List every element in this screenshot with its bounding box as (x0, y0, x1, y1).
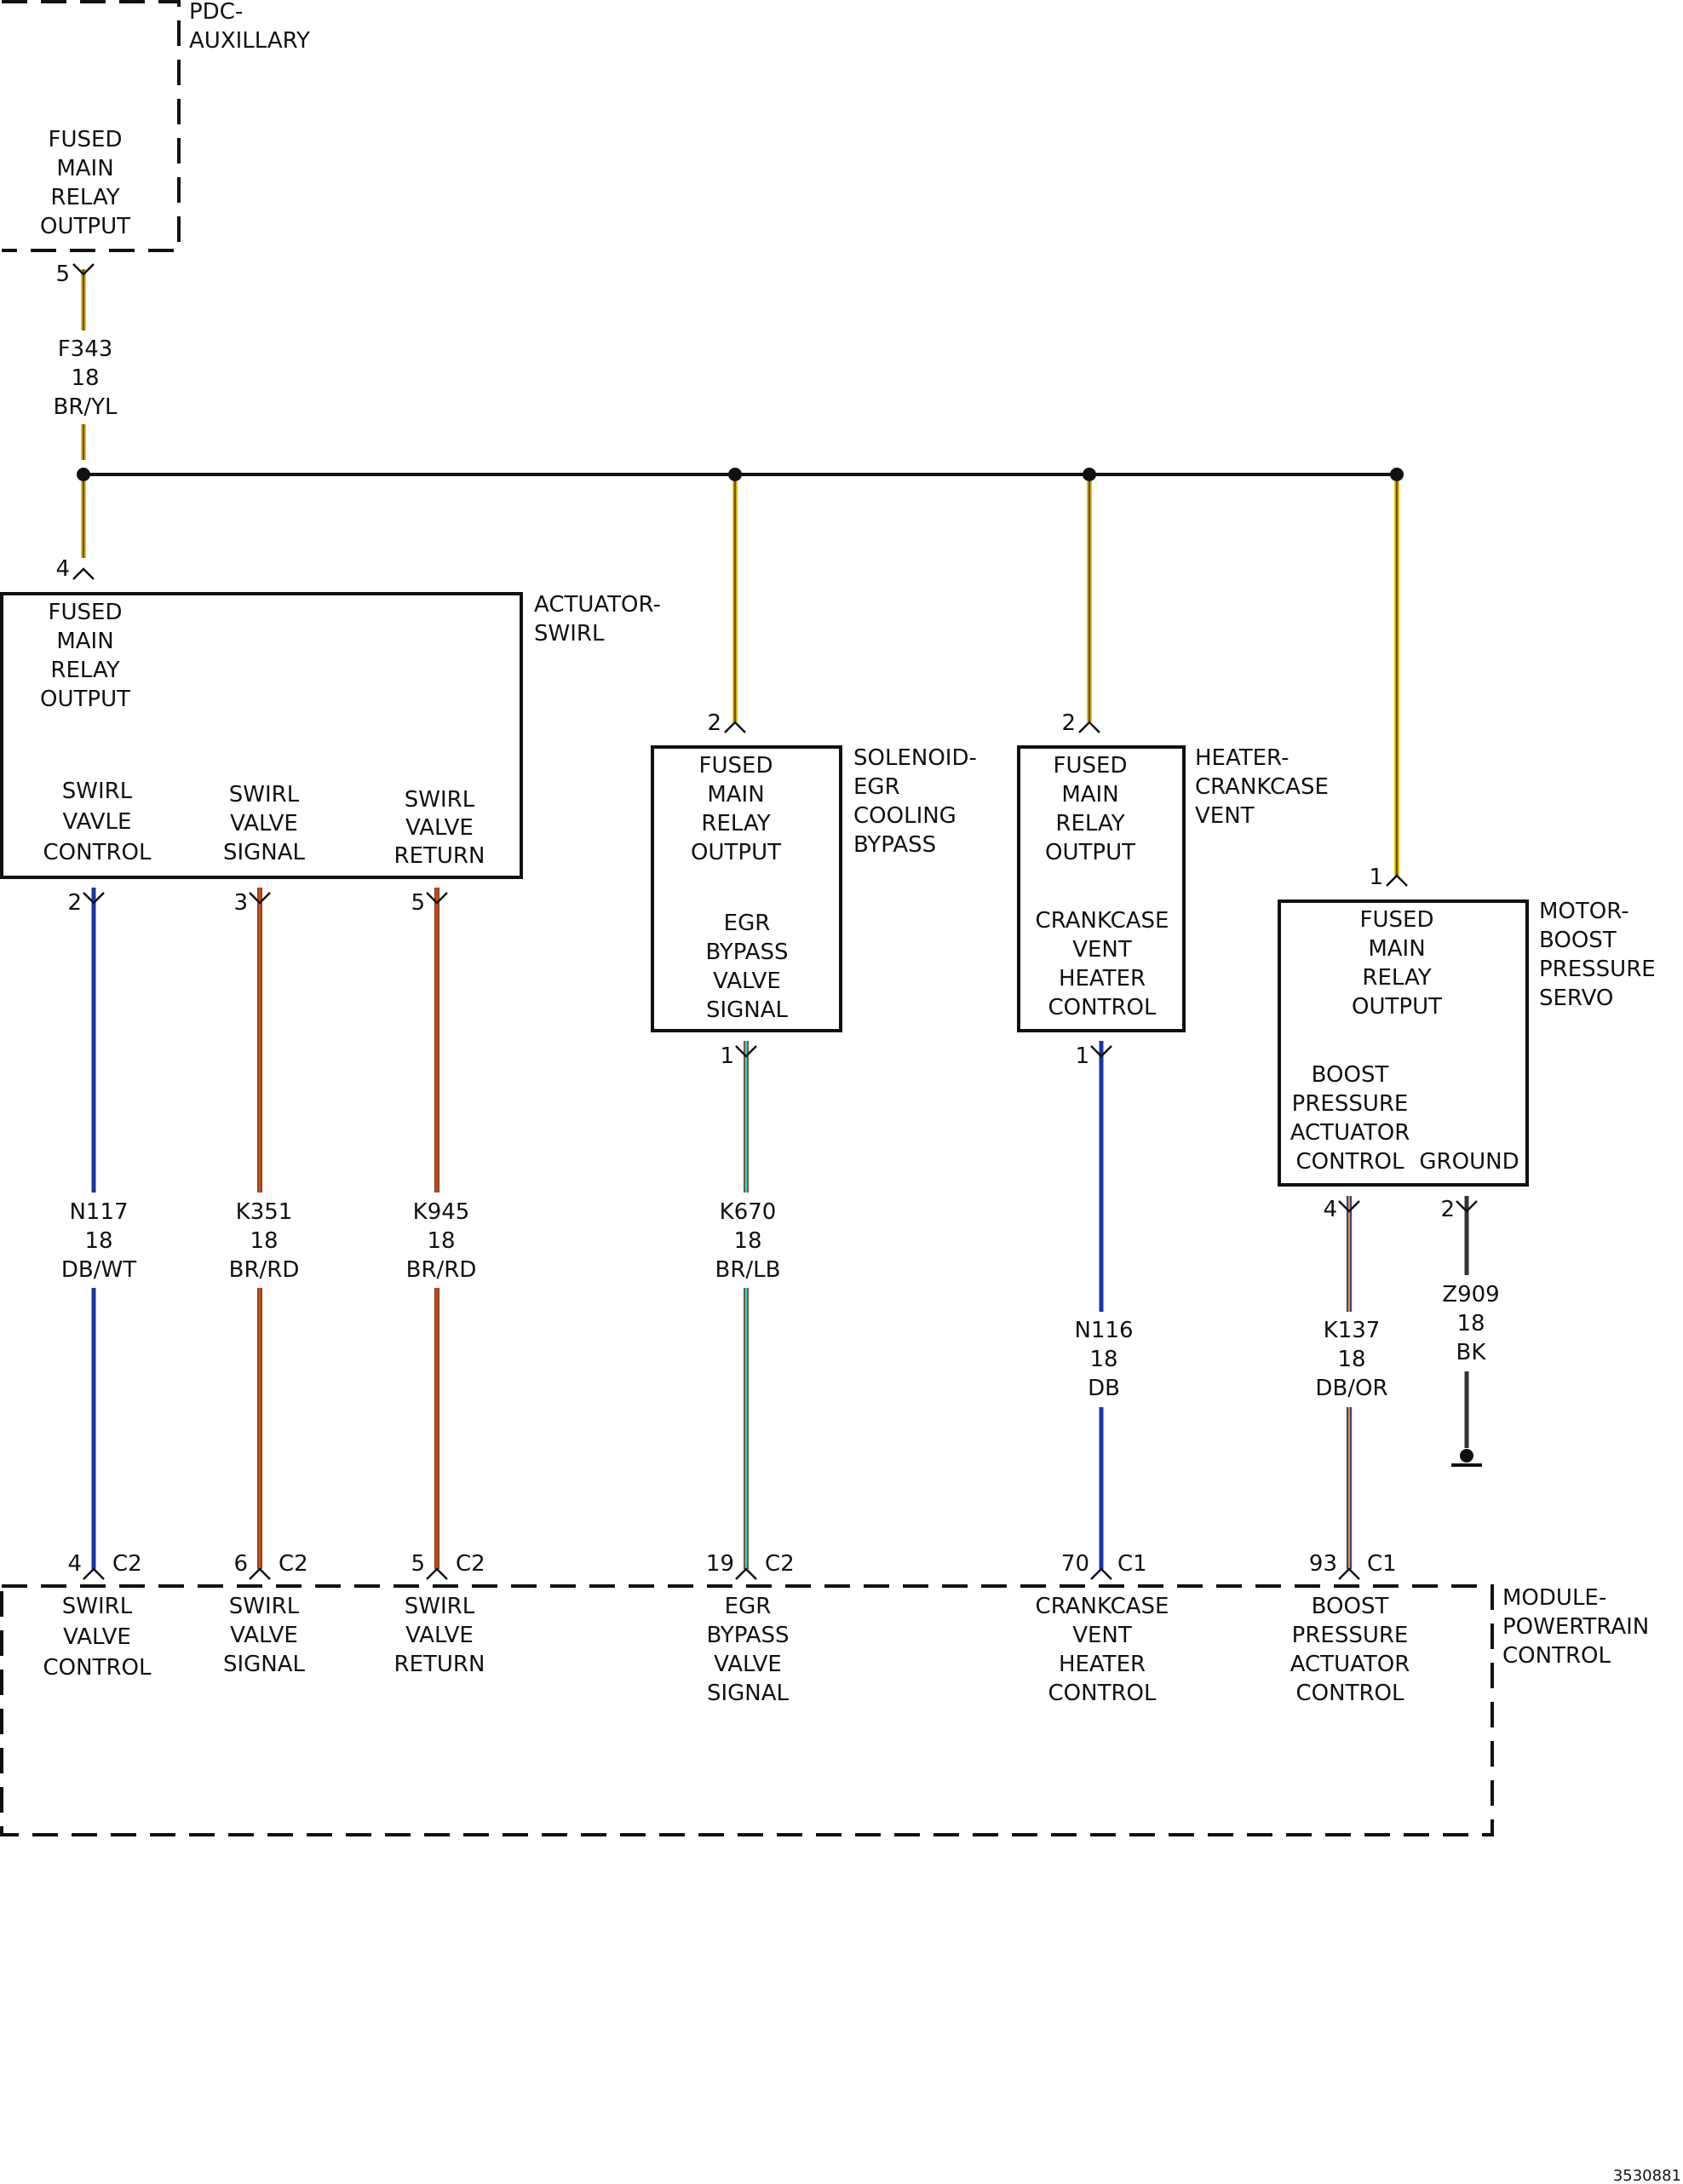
pin-tick-pdc (72, 263, 95, 276)
heater-crankcase-box (1017, 745, 1186, 1032)
pin-tick-heater-in (1078, 721, 1100, 733)
pin-tick-swirl-5 (426, 892, 448, 905)
pin-tick-swirl-2 (83, 892, 105, 905)
actuator-swirl-box (0, 592, 523, 879)
pcm-box (0, 1584, 1494, 1836)
splice-4 (1390, 468, 1404, 481)
pin-tick-egr-out (735, 1045, 757, 1058)
connector-label-6: C1 (1367, 1551, 1397, 1577)
pin-pcm-egr: 19 (706, 1551, 734, 1577)
pin-swirl-signal: 3 (233, 890, 248, 916)
pin-pcm-swirl-return: 5 (411, 1551, 425, 1577)
motor-boost-box (1278, 899, 1529, 1187)
ground-dot (1460, 1449, 1473, 1463)
pin-egr-in: 2 (707, 710, 721, 736)
connector-label-3: C2 (456, 1551, 485, 1577)
motor-ground-label: GROUND (1419, 1149, 1519, 1175)
pin-tick-motor-2 (1456, 1200, 1478, 1213)
pin-motor-in: 1 (1369, 865, 1383, 890)
connector-label-5: C1 (1117, 1551, 1147, 1577)
pin-motor-signal: 4 (1323, 1197, 1337, 1222)
splice-3 (1083, 468, 1096, 481)
pin-egr-out: 1 (720, 1043, 734, 1069)
pin-swirl-return: 5 (411, 890, 425, 916)
pin-tick-heater-out (1090, 1045, 1112, 1058)
pcm-connector-ticks (83, 1567, 1360, 1580)
actuator-swirl-name: ACTUATOR-SWIRL (534, 592, 661, 647)
pin-motor-ground: 2 (1440, 1197, 1455, 1222)
splice-1 (77, 468, 90, 481)
pin-tick-swirl-3 (249, 892, 271, 905)
pin-tick-egr-in (724, 721, 746, 733)
pdc-box (2, 0, 181, 252)
pin-swirl-in: 4 (55, 556, 70, 582)
connector-label-1: C2 (112, 1551, 142, 1577)
pin-pcm-boost: 93 (1309, 1551, 1337, 1577)
pdc-name: PDC-AUXILLARY (189, 0, 310, 54)
pin-heater-in: 2 (1061, 710, 1076, 736)
connector-label-2: C2 (279, 1551, 308, 1577)
pin-pcm-heater: 70 (1061, 1551, 1089, 1577)
pin-pcm-swirl-control: 4 (67, 1551, 82, 1577)
pin-tick-motor-in (1386, 874, 1408, 887)
pin-tick-motor-4 (1338, 1200, 1360, 1213)
reference-number: 3530881 (1613, 2167, 1681, 2184)
pin-heater-out: 1 (1075, 1043, 1089, 1069)
pin-swirl-control: 2 (67, 890, 82, 916)
splice-2 (728, 468, 742, 481)
pin-pcm-swirl-signal: 6 (233, 1551, 248, 1577)
pin-tick-swirl-in (72, 567, 95, 580)
pin-pdc-out: 5 (55, 262, 70, 287)
connector-label-4: C2 (765, 1551, 795, 1577)
solenoid-egr-box (651, 745, 842, 1032)
